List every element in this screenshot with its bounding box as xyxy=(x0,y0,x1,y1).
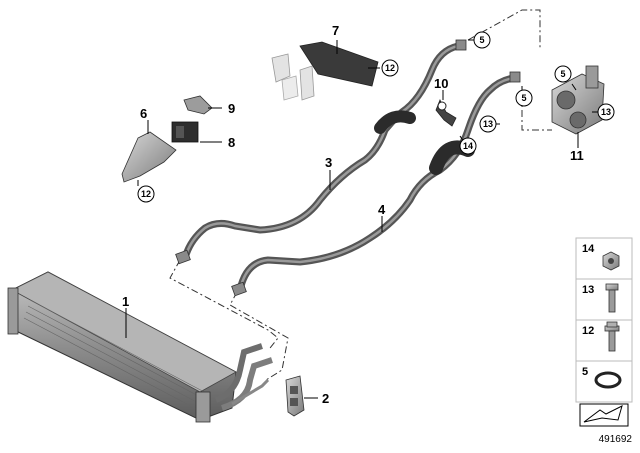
legend-num-14: 14 xyxy=(582,243,595,255)
callout-4: 4 xyxy=(378,202,386,217)
callout-14: 14 xyxy=(459,137,477,155)
part-numbers: 1 2 3 4 6 7 8 9 10 11 xyxy=(122,23,584,406)
callout-1: 1 xyxy=(122,294,129,309)
callout-5-middle: 5 xyxy=(515,89,533,107)
bracket-10 xyxy=(435,99,457,127)
legend-panel: 14 13 12 5 xyxy=(575,237,633,427)
clip-9 xyxy=(183,95,213,115)
legend-num-13: 13 xyxy=(582,284,594,296)
legend-num-12: 12 xyxy=(582,325,594,337)
svg-text:12: 12 xyxy=(385,63,395,73)
svg-text:5: 5 xyxy=(479,35,484,45)
bracket-7 xyxy=(271,41,379,101)
svg-text:5: 5 xyxy=(521,93,526,103)
callout-5-top: 5 xyxy=(473,31,491,49)
svg-text:13: 13 xyxy=(483,119,493,129)
oil-cooler xyxy=(7,271,273,423)
callout-12-bracket6: 12 xyxy=(137,185,155,203)
callout-11: 11 xyxy=(570,148,584,163)
callout-13-hose: 13 xyxy=(479,115,497,133)
hose-4 xyxy=(231,71,521,297)
holder-8 xyxy=(171,121,199,143)
svg-text:5: 5 xyxy=(560,69,565,79)
valve-housing-11 xyxy=(551,65,605,135)
legend-num-5: 5 xyxy=(582,366,588,378)
hose-3 xyxy=(175,39,467,265)
callout-5-right: 5 xyxy=(554,65,572,83)
circled-callouts: 5 5 5 12 12 13 13 14 xyxy=(137,31,615,203)
svg-text:13: 13 xyxy=(601,107,611,117)
callout-8: 8 xyxy=(228,135,235,150)
bracket-2 xyxy=(285,375,305,417)
bracket-6 xyxy=(121,131,177,183)
diagram-number: 491692 xyxy=(599,434,633,445)
o-ring-icon xyxy=(594,371,622,389)
callout-6: 6 xyxy=(140,106,147,121)
callout-3: 3 xyxy=(325,155,332,170)
bolt-icon xyxy=(605,283,619,313)
flange-bolt-icon xyxy=(604,321,620,352)
routing-dashed-lines xyxy=(169,9,552,381)
callout-12-bracket7: 12 xyxy=(381,59,399,77)
callout-9: 9 xyxy=(228,101,235,116)
nut-icon xyxy=(602,251,620,271)
arrow-box-icon xyxy=(579,403,629,427)
callout-13-valve: 13 xyxy=(597,103,615,121)
svg-text:12: 12 xyxy=(141,189,151,199)
callout-2: 2 xyxy=(322,391,329,406)
callout-7: 7 xyxy=(332,23,339,38)
svg-text:14: 14 xyxy=(463,141,473,151)
callout-10: 10 xyxy=(434,76,448,91)
